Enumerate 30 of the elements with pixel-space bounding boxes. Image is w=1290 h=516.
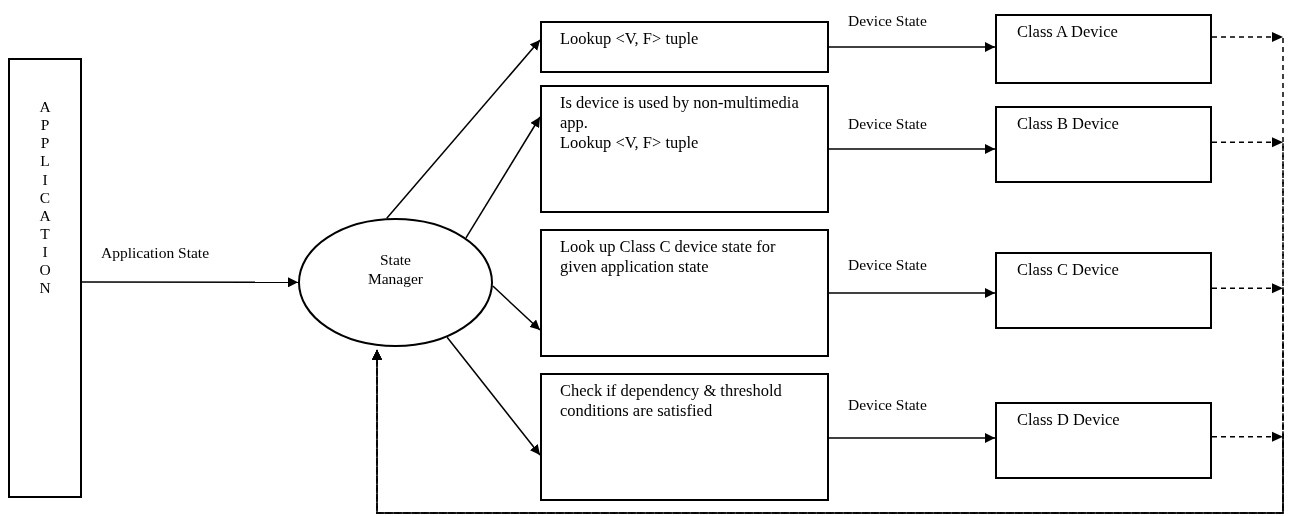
- node-label: State Manager: [366, 250, 425, 288]
- arrow: [828, 42, 996, 52]
- node-label: Class B Device: [1017, 114, 1120, 134]
- node-label: Class A Device: [1017, 22, 1119, 42]
- arrow: [828, 288, 996, 298]
- process-box: [540, 373, 829, 501]
- device-box: [995, 14, 1212, 84]
- arrow: [492, 285, 541, 331]
- node-label: Is device is used by non-multimedia app.: [560, 93, 800, 133]
- node-label: Lookup <V, F> tuple: [560, 133, 700, 153]
- arrow: [81, 277, 299, 288]
- arrow: [386, 39, 541, 219]
- arrow: [828, 433, 996, 443]
- device-box: [995, 106, 1212, 183]
- vertical-label: APPLICATION: [39, 98, 51, 299]
- device-box: [995, 252, 1212, 329]
- arrow: [465, 116, 541, 239]
- device-box: [995, 402, 1212, 479]
- dashed-arrow: [372, 349, 1284, 514]
- node-label: Class D Device: [1017, 410, 1121, 430]
- process-box: [540, 21, 829, 73]
- arrow: [828, 144, 996, 154]
- node-label: Look up Class C device state for given application state: [560, 237, 777, 277]
- arrow: [446, 336, 541, 456]
- process-box: [540, 229, 829, 357]
- node-label: Lookup <V, F> tuple: [560, 29, 700, 49]
- process-box: [540, 85, 829, 213]
- node-label: Class C Device: [1017, 260, 1120, 280]
- application-box: [8, 58, 82, 498]
- node-label: Check if dependency & threshold conditions are satisfied: [560, 381, 783, 421]
